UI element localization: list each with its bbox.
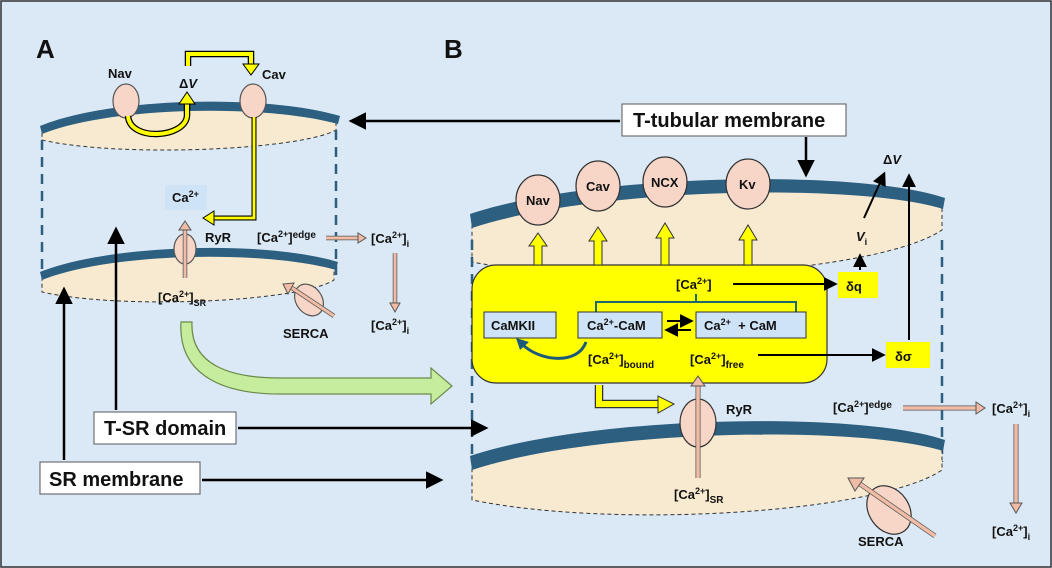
panel-a-ca-i-bottom: [Ca2+]i — [371, 317, 409, 336]
panel-a-dv-to-cav-arrowhead — [242, 63, 260, 76]
vi-to-dv-arrow — [863, 171, 886, 219]
panel-b-nav-label: Nav — [526, 193, 551, 208]
camkii-box — [483, 311, 557, 339]
panel-b-kv-channel — [725, 158, 771, 210]
ca-plus-cam-box — [695, 311, 807, 339]
panel-b-ryr-label: RyR — [726, 402, 753, 417]
sr-callout-box — [39, 461, 201, 495]
panel-b-ncx-channel — [642, 156, 688, 208]
panel-b-ca-sr: [Ca2+]SR — [674, 486, 724, 506]
panel-a: A Nav Cav ΔV Ca2+ — [36, 34, 453, 406]
t-sr-callout: T-SR domain — [104, 418, 226, 440]
callouts: T-tubular membrane T-SR domain SR membra… — [39, 103, 847, 495]
ca-cam-label: Ca2+-CaM — [587, 317, 646, 333]
panel-b-letter: B — [444, 34, 463, 64]
ca-cam-box — [577, 311, 663, 339]
panel-a-letter: A — [36, 34, 55, 64]
panel-b-ca-top: [Ca2+] — [676, 276, 712, 292]
ca-plus-cam-label: Ca2+ + CaM — [704, 317, 777, 333]
ca-bound: [Ca2+]bound — [588, 351, 654, 371]
panel-b-serca-label: SERCA — [858, 534, 904, 549]
t-tubular-callout: T-tubular membrane — [633, 110, 825, 132]
panel-b-ncx-label: NCX — [651, 175, 679, 190]
delta-q-box — [838, 272, 878, 298]
panel-a-sr-membrane — [40, 247, 338, 280]
panel-a-nav-label: Nav — [108, 66, 133, 81]
panel-a-cav-to-ca-arrowhead — [202, 210, 215, 226]
panel-a-ca-box — [165, 185, 207, 210]
panel-a-ryr-label: RyR — [205, 230, 232, 245]
panel-b: B Nav Cav NCX Kv [Ca2+ — [444, 34, 1030, 549]
panel-b-delta-v: ΔV — [883, 152, 902, 167]
ca-cam-activates-camkii-arrow — [520, 341, 588, 360]
panel-a-to-b-arrow — [180, 321, 453, 406]
panel-a-serca-label: SERCA — [283, 326, 329, 341]
panel-a-ca-sr: [Ca2+]SR — [158, 289, 207, 308]
panel-b-ca-i-top: [Ca2+]i — [992, 400, 1030, 419]
panel-a-nav-to-dv-arrowhead — [178, 91, 196, 105]
panel-b-sr-membrane — [470, 421, 945, 470]
delta-sigma-label: δσ — [895, 349, 912, 364]
panel-b-kv-label: Kv — [739, 177, 756, 192]
panel-a-ca-i-top: [Ca2+]i — [371, 230, 409, 249]
panel-b-nav-channel — [515, 174, 561, 226]
panel-a-nav-channel — [112, 83, 140, 119]
panel-a-cav-channel — [239, 83, 267, 119]
panel-a-ca: Ca2+ — [172, 189, 199, 205]
panel-b-ca-i-bottom: [Ca2+]i — [992, 523, 1030, 542]
channel-flux-arrows — [528, 222, 758, 266]
sr-callout: SR membrane — [49, 469, 184, 491]
camkii-label: CaMKII — [491, 318, 535, 333]
t-tubular-callout-box — [621, 103, 847, 137]
delta-sigma-box — [886, 342, 930, 368]
t-sr-callout-box — [93, 411, 237, 445]
panel-a-delta-v: ΔV — [179, 76, 198, 91]
panel-b-sr — [470, 421, 945, 516]
panel-b-ca-edge: [Ca2+]edge — [833, 399, 892, 415]
ca-free: [Ca2+]free — [690, 351, 744, 371]
panel-b-cav-channel — [575, 160, 621, 212]
delta-q-label: δq — [846, 279, 862, 294]
panel-a-ca-edge: [Ca2+]edge — [257, 229, 316, 245]
vi-label: Vi — [856, 229, 867, 247]
panel-a-cav-label: Cav — [262, 67, 287, 82]
panel-b-cav-label: Cav — [586, 179, 611, 194]
